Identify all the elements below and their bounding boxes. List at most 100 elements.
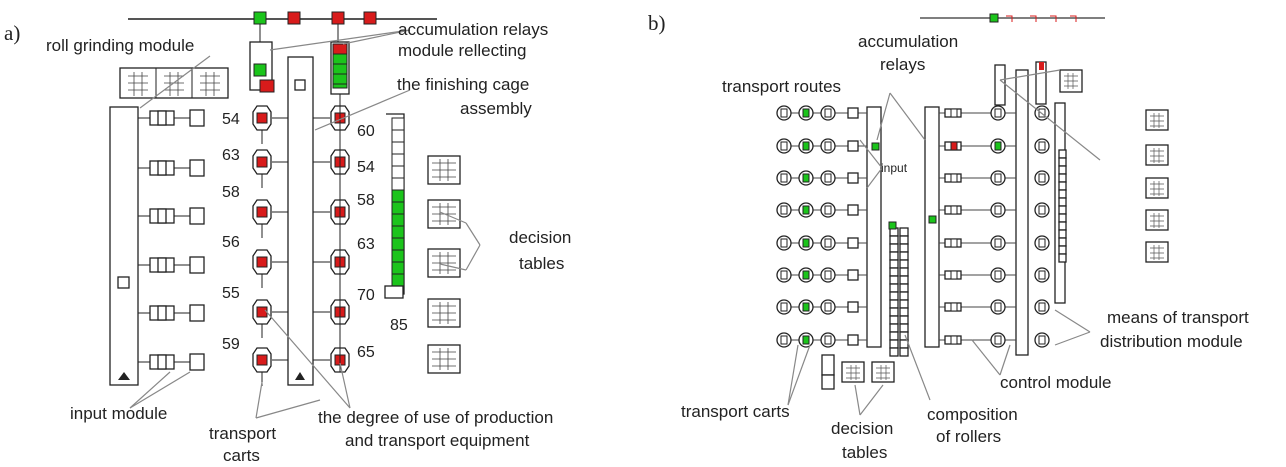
- decision-table-icon: [1145, 241, 1169, 263]
- relay-cell-icon: [391, 189, 405, 203]
- label-decision-1: decision: [509, 228, 571, 247]
- left-value: 63: [222, 147, 240, 164]
- label-b-accumulation-2: relays: [880, 55, 925, 74]
- left-value: 55: [222, 285, 240, 302]
- decision-table-icon: [1145, 177, 1169, 199]
- right-value: 54: [357, 159, 375, 176]
- label-finishing-cage-1: the finishing cage: [397, 75, 529, 94]
- b-route-column-2: [924, 106, 940, 348]
- label-degree-1: the degree of use of production: [318, 408, 553, 427]
- right-value: 60: [357, 123, 375, 140]
- b-cart-row: [776, 202, 1050, 218]
- b-cart-grid: [776, 105, 1050, 348]
- relay-cell-icon: [391, 237, 405, 251]
- roller-icon: [189, 353, 205, 371]
- right-value: 70: [357, 287, 375, 304]
- b-decision-tables: [1145, 109, 1169, 263]
- relay-cell-icon: [1058, 173, 1067, 183]
- decision-table-icon: [427, 298, 461, 328]
- roller-icon: [889, 283, 899, 293]
- relay-cell-icon: [391, 117, 405, 131]
- label-b-input: input: [881, 161, 908, 175]
- extra-value: 85: [390, 317, 408, 334]
- panel-a-tag: a): [4, 21, 20, 45]
- cart-icon: [252, 249, 272, 275]
- roller-icon: [889, 291, 899, 301]
- decision-table-icon: [427, 155, 461, 185]
- label-degree-2: and transport equipment: [345, 431, 530, 450]
- relay-cell-icon: [391, 165, 405, 179]
- label-b-accumulation-1: accumulation: [858, 32, 958, 51]
- right-value: 65: [357, 344, 375, 361]
- label-b-composition-1: composition: [927, 405, 1018, 424]
- relay-cell-icon: [1058, 245, 1067, 255]
- composition-of-rollers: [889, 227, 909, 357]
- roller-icon: [189, 207, 205, 225]
- roller-icon: [889, 339, 899, 349]
- label-b-means-1: means of transport: [1107, 308, 1249, 327]
- relay-cell-icon: [1058, 181, 1067, 191]
- b-cart-row: [776, 299, 1050, 315]
- roller-icon: [189, 256, 205, 274]
- roller-icon: [889, 275, 899, 285]
- decision-table-icon: [1145, 209, 1169, 231]
- roller-icon: [889, 331, 899, 341]
- roller-icon: [889, 299, 899, 309]
- roller-icon: [889, 323, 899, 333]
- relay-cell-icon: [1058, 229, 1067, 239]
- b-cart-row: [776, 332, 1050, 348]
- b-relay-stack: [1058, 149, 1067, 263]
- label-transport-carts-2: carts: [223, 446, 260, 465]
- relay-cell-icon: [1058, 237, 1067, 247]
- cart-icon: [252, 347, 272, 373]
- label-b-means-2: distribution module: [1100, 332, 1243, 351]
- relay-cell-icon: [391, 225, 405, 239]
- roller-icon: [889, 307, 899, 317]
- cart-icon: [252, 199, 272, 225]
- label-input-module: input module: [70, 404, 167, 423]
- relay-cell-icon: [1058, 253, 1067, 263]
- b-route-column-1: [866, 106, 882, 348]
- label-roll-grinding: roll grinding module: [46, 36, 194, 55]
- relay-stack: [384, 113, 405, 299]
- panel-b: b): [648, 11, 1249, 462]
- label-b-control-module: control module: [1000, 373, 1112, 392]
- roller-icon: [889, 347, 899, 357]
- b-cart-row: [776, 170, 1050, 186]
- relay-cell-icon: [391, 129, 405, 143]
- decision-table-icon: [427, 344, 461, 374]
- cart-icon: [252, 299, 272, 325]
- relay-cell-icon: [1058, 213, 1067, 223]
- b-cart-row: [776, 267, 1050, 283]
- input-row: [138, 353, 205, 371]
- left-value: 59: [222, 336, 240, 353]
- input-row: [138, 304, 205, 322]
- label-decision-2: tables: [519, 254, 564, 273]
- left-value: 54: [222, 111, 240, 128]
- roller-icon: [889, 259, 899, 269]
- label-transport-carts-1: transport: [209, 424, 276, 443]
- b-cart-row: [776, 235, 1050, 251]
- relay-cell-icon: [1058, 205, 1067, 215]
- top-rail-relays: [253, 11, 377, 42]
- cart-icon: [252, 105, 272, 131]
- label-finishing-cage-2: assembly: [460, 99, 532, 118]
- panel-b-tag: b): [648, 11, 666, 35]
- relay-cell-icon: [391, 273, 405, 287]
- decision-table-icon: [427, 199, 461, 229]
- roller-icon: [889, 267, 899, 277]
- b-cart-row: [776, 138, 1050, 154]
- panel-a: a): [4, 11, 571, 465]
- decision-table-icon: [1145, 109, 1169, 131]
- relay-cell-icon: [391, 177, 405, 191]
- roller-icon: [189, 304, 205, 322]
- input-row: [138, 109, 205, 127]
- label-b-transport-carts: transport carts: [681, 402, 790, 421]
- b-callout-lines: [787, 69, 1101, 416]
- input-module-column: [109, 106, 139, 386]
- cart-icon: [252, 149, 272, 175]
- label-module-reflecting: module rellecting: [398, 41, 527, 60]
- left-value: 56: [222, 234, 240, 251]
